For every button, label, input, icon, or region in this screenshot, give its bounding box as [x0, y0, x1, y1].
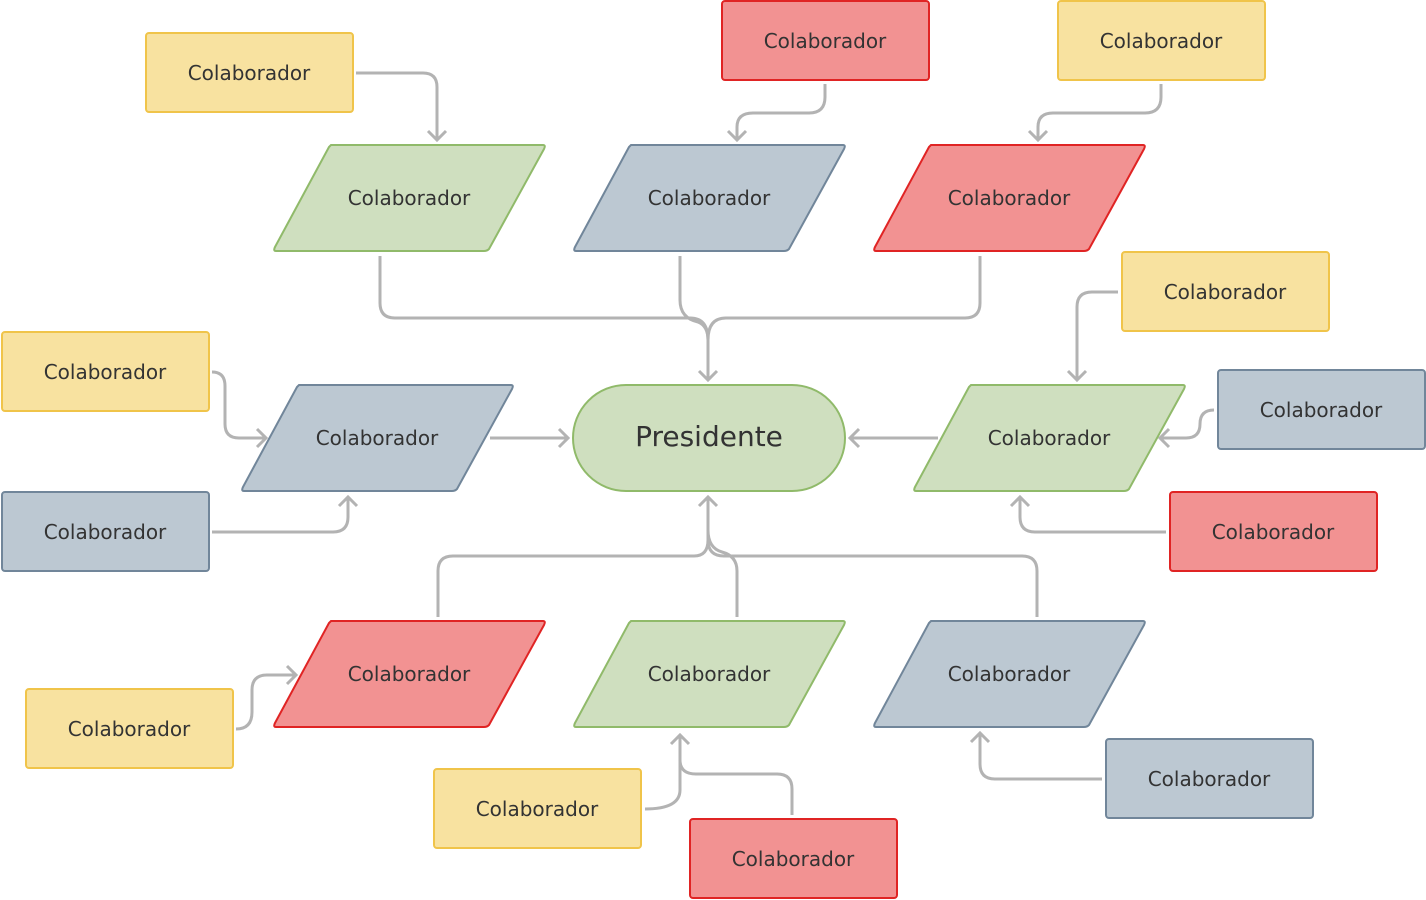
connector-line	[644, 735, 682, 811]
connector-line	[1075, 290, 1118, 380]
node-r7[interactable]: Colaborador	[1, 331, 210, 412]
node-label: Colaborador	[44, 360, 167, 384]
node-r11[interactable]: Colaborador	[689, 818, 898, 899]
node-label: Colaborador	[188, 61, 311, 85]
node-r12[interactable]: Colaborador	[1105, 738, 1314, 819]
rect-shape	[25, 688, 234, 769]
connector-line	[706, 529, 739, 617]
node-label: Colaborador	[1260, 398, 1383, 422]
parallelogram-shape	[913, 384, 1186, 492]
parallelogram-shape	[873, 620, 1146, 728]
node-label: Colaborador	[316, 426, 439, 450]
connector-line	[436, 497, 710, 617]
parallelogram-shape	[273, 620, 546, 728]
node-p-top-mid[interactable]: Colaborador	[573, 144, 846, 252]
node-p-bot-mid[interactable]: Colaborador	[573, 620, 846, 728]
arrowhead-icon	[255, 427, 269, 449]
node-label: Colaborador	[68, 717, 191, 741]
node-p-mid-left[interactable]: Colaborador	[241, 384, 514, 492]
node-r9[interactable]: Colaborador	[25, 688, 234, 769]
node-p-bot-left[interactable]: Colaborador	[273, 620, 546, 728]
node-p-bot-right[interactable]: Colaborador	[873, 620, 1146, 728]
node-label: Colaborador	[44, 520, 167, 544]
rect-shape	[721, 0, 930, 81]
node-r1[interactable]: Colaborador	[145, 32, 354, 113]
connector-line	[978, 733, 1102, 781]
connector-line	[1036, 84, 1163, 140]
rect-shape	[1, 331, 210, 412]
arrowhead-icon	[726, 129, 748, 143]
connector-line	[378, 256, 710, 380]
connector-line	[235, 673, 296, 731]
parallelogram-shape	[273, 144, 546, 252]
parallelogram-shape	[573, 620, 846, 728]
node-p-top-right[interactable]: Colaborador	[873, 144, 1146, 252]
node-p-mid-right[interactable]: Colaborador	[913, 384, 1186, 492]
parallelogram-shape	[241, 384, 514, 492]
arrowhead-icon	[669, 732, 691, 746]
arrowhead-icon	[337, 494, 359, 508]
node-label: Colaborador	[348, 186, 471, 210]
node-r8[interactable]: Colaborador	[1, 491, 210, 572]
arrowhead-icon	[1157, 427, 1171, 449]
node-r10[interactable]: Colaborador	[433, 768, 642, 849]
rect-shape	[689, 818, 898, 899]
connector-line	[1018, 497, 1166, 534]
node-r5[interactable]: Colaborador	[1217, 369, 1426, 450]
root-label: Presidente	[635, 420, 783, 453]
node-label: Colaborador	[476, 797, 599, 821]
connector-line	[212, 497, 350, 534]
node-label: Colaborador	[1100, 29, 1223, 53]
connectors	[211, 71, 1215, 815]
rect-shape	[1217, 369, 1426, 450]
connector-line	[1160, 408, 1215, 440]
connector-line	[211, 370, 266, 440]
root-node-presidente[interactable]: Presidente	[572, 384, 846, 492]
rect-shape	[145, 32, 354, 113]
node-label: Colaborador	[988, 426, 1111, 450]
node-r2[interactable]: Colaborador	[721, 0, 930, 81]
connector-line	[678, 256, 710, 341]
arrowhead-icon	[847, 427, 861, 449]
rect-shape	[1, 491, 210, 572]
node-label: Colaborador	[732, 847, 855, 871]
connector-line	[706, 539, 1039, 617]
node-r6[interactable]: Colaborador	[1169, 491, 1378, 572]
rect-shape	[1169, 491, 1378, 572]
rect-shape	[1121, 251, 1330, 332]
arrowhead-icon	[557, 427, 571, 449]
node-r3[interactable]: Colaborador	[1057, 0, 1266, 81]
parallelogram-shape	[573, 144, 846, 252]
parallelogram-shape	[873, 144, 1146, 252]
connector-line	[678, 759, 794, 815]
rect-shape	[1105, 738, 1314, 819]
node-label: Colaborador	[764, 29, 887, 53]
connector-line	[356, 71, 439, 140]
node-label: Colaborador	[648, 662, 771, 686]
arrowhead-icon	[285, 664, 299, 686]
node-label: Colaborador	[648, 186, 771, 210]
connector-line	[706, 256, 982, 341]
node-label: Colaborador	[948, 662, 1071, 686]
node-label: Colaborador	[348, 662, 471, 686]
node-label: Colaborador	[948, 186, 1071, 210]
arrowhead-icon	[969, 730, 991, 744]
rect-shape	[1057, 0, 1266, 81]
arrowhead-icon	[1027, 129, 1049, 143]
arrowhead-icon	[697, 494, 719, 508]
node-r4[interactable]: Colaborador	[1121, 251, 1330, 332]
node-p-top-left[interactable]: Colaborador	[273, 144, 546, 252]
arrowhead-icon	[1066, 369, 1088, 383]
node-label: Colaborador	[1164, 280, 1287, 304]
arrowhead-icon	[1009, 494, 1031, 508]
arrowhead-icon	[697, 369, 719, 383]
node-label: Colaborador	[1148, 767, 1271, 791]
rect-shape	[433, 768, 642, 849]
node-label: Colaborador	[1212, 520, 1335, 544]
arrowhead-icon	[426, 129, 448, 143]
connector-line	[735, 84, 827, 140]
